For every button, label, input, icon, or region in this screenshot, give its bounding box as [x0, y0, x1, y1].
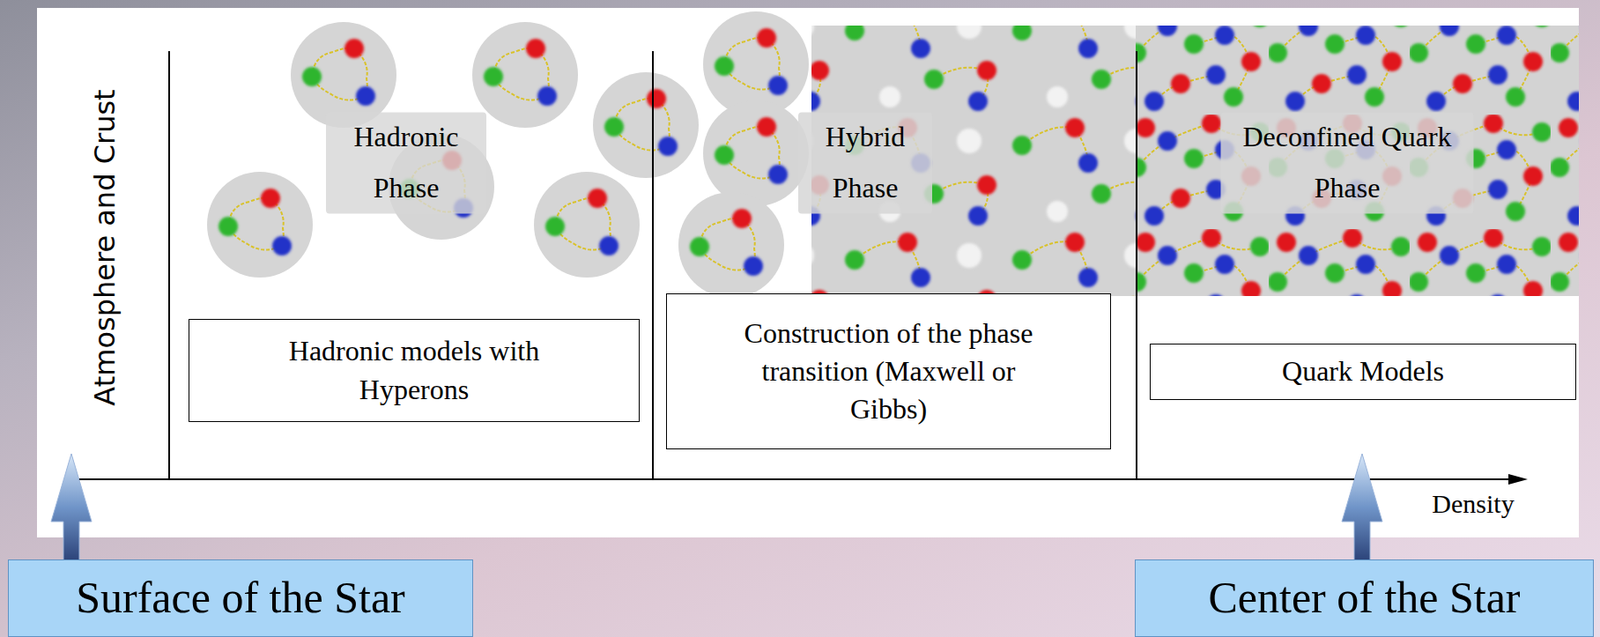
- hadron: [592, 72, 699, 178]
- model-box: Quark Models: [1149, 343, 1577, 400]
- hadron: [207, 171, 313, 278]
- box-text: Hadronic models with Hyperons: [246, 332, 582, 408]
- phase-label: Hybrid Phase: [798, 111, 933, 214]
- model-box: Hadronic models with Hyperons: [188, 318, 640, 423]
- box-text: Construction of the phase transition (Ma…: [743, 314, 1035, 430]
- hadron: [472, 22, 578, 128]
- region-label: Atmosphere and Crust: [88, 88, 122, 406]
- position-box: Center of the Star: [1134, 559, 1594, 637]
- hadron: [678, 192, 785, 298]
- quark-matter: [1135, 25, 1579, 297]
- position-box: Surface of the Star: [7, 559, 474, 637]
- box-text: Surface of the Star: [75, 568, 405, 629]
- model-box: Construction of the phase transition (Ma…: [666, 293, 1112, 450]
- phase-label: Hadronic Phase: [325, 111, 487, 214]
- axis-label: Density: [1431, 488, 1514, 520]
- density-axis: [76, 478, 1516, 481]
- hadron: [533, 171, 640, 278]
- hadron: [703, 100, 809, 207]
- white-panel: [37, 7, 1579, 538]
- box-text: Quark Models: [1281, 352, 1445, 391]
- phase-label: Deconfined Quark Phase: [1221, 111, 1475, 214]
- region-divider: [651, 51, 654, 480]
- region-divider: [1135, 51, 1138, 480]
- surface-arrow: [51, 453, 92, 574]
- axis-arrowhead: [1508, 474, 1528, 485]
- box-text: Center of the Star: [1207, 568, 1520, 629]
- region-divider: [168, 51, 171, 480]
- center-arrow: [1341, 453, 1383, 574]
